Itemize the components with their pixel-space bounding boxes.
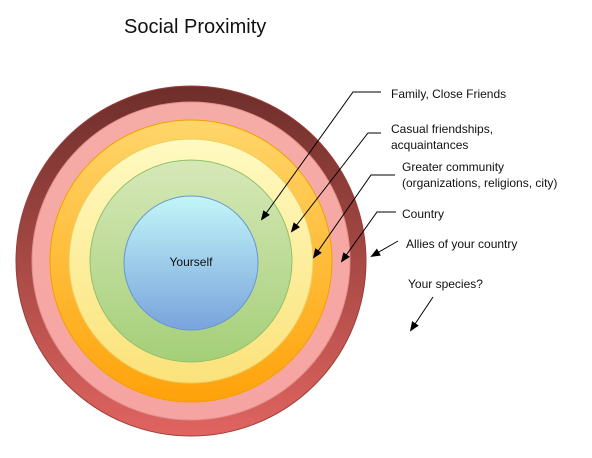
arrow-allies [370,240,399,257]
label-your-species: Your species? [408,277,483,291]
center-yourself-circle [123,195,259,331]
label-greater-community: Greater community (organizations, religi… [402,160,558,190]
label-family-close-friends: Family, Close Friends [391,87,507,101]
label-allies-of-your-country: Allies of your country [406,237,518,251]
label-casual-friendships: Casual friendships, acquaintances [391,122,494,152]
arrow-family [260,91,381,221]
label-country: Country [402,207,445,221]
arrow-community [312,174,395,259]
center-label-yourself: Yourself [169,255,213,269]
arrow-casual [290,132,381,233]
diagram-title: Social Proximity [124,16,267,38]
arrow-country [340,211,396,263]
arrow-species [409,296,434,332]
